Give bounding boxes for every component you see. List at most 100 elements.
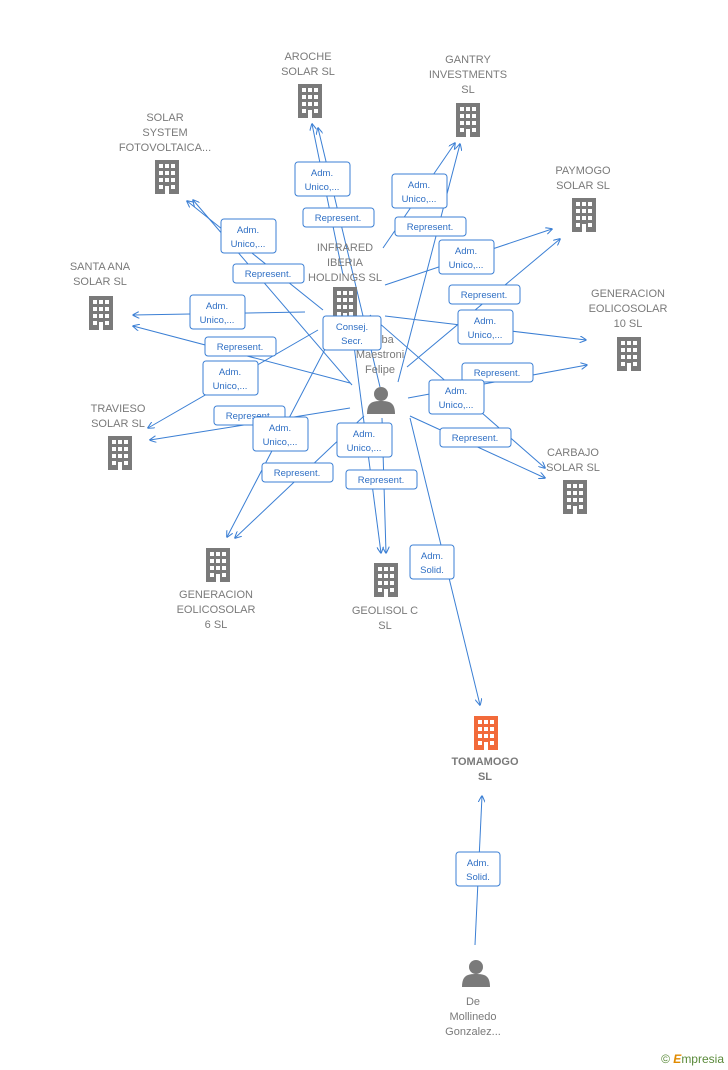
tag-line: Unico,... (468, 330, 503, 341)
company-gen10[interactable]: GENERACION EOLICOSOLAR 10 SL (589, 288, 668, 371)
company-paymogo[interactable]: PAYMOGO SOLAR SL (555, 165, 611, 232)
relation-tag[interactable]: Adm. Unico,... (336, 422, 393, 458)
node-label-line: HOLDINGS SL (308, 272, 382, 284)
building-icon (89, 296, 113, 330)
brand-initial: E (673, 1052, 682, 1066)
tag-line: Represent. (226, 411, 272, 422)
relation-tag[interactable]: Adm. Unico,... (457, 309, 514, 345)
node-label-line: INFRARED (317, 242, 373, 254)
tag-line: Consej. (336, 322, 368, 333)
building-icon (474, 716, 498, 750)
relation-tag[interactable]: Adm. Unico,... (428, 379, 485, 415)
tag-line: Unico,... (213, 381, 248, 392)
relation-tag[interactable]: Represent. (261, 462, 334, 483)
node-label-line: Mollinedo (449, 1011, 496, 1023)
building-icon (206, 548, 230, 582)
relation-tag[interactable]: Adm. Solid. (455, 851, 501, 887)
building-icon (617, 337, 641, 371)
tag-line: Adm. (353, 429, 375, 440)
relation-tag[interactable]: Represent. (204, 336, 277, 357)
company-travieso[interactable]: TRAVIESO SOLAR SL (91, 403, 146, 470)
relation-tag[interactable]: Represent. (394, 216, 467, 237)
building-icon (572, 198, 596, 232)
relation-tag[interactable]: Adm. Unico,... (189, 294, 246, 330)
company-carbajo[interactable]: CARBAJO SOLAR SL (546, 447, 600, 514)
tag-line: Adm. (467, 858, 489, 869)
relation-tag[interactable]: Adm. Unico,... (220, 218, 277, 254)
relation-tag[interactable]: Consej. Secr. (322, 315, 382, 351)
node-label-line: Felipe (365, 364, 395, 376)
tag-line: Represent. (245, 269, 291, 280)
node-label-line: SOLAR (146, 112, 183, 124)
tag-line: Adm. (206, 301, 228, 312)
tag-line: Adm. (474, 316, 496, 327)
node-label-line: Gonzalez... (445, 1026, 501, 1038)
node-label-line: GENERACION (591, 288, 665, 300)
node-label-line: GANTRY (445, 54, 491, 66)
tag-line: Adm. (421, 551, 443, 562)
node-label-line: TOMAMOGO (451, 756, 518, 768)
empresia-watermark: © Empresia (661, 1052, 724, 1066)
node-label-line: EOLICOSOLAR (177, 604, 256, 616)
tag-line: Adm. (269, 423, 291, 434)
node-label-line: EOLICOSOLAR (589, 303, 668, 315)
tag-line: Represent. (315, 213, 361, 224)
node-label-line: SL (461, 84, 474, 96)
node-label-line: SANTA ANA (70, 261, 131, 273)
relation-tag[interactable]: Represent. (448, 284, 521, 305)
node-label-line: INVESTMENTS (429, 69, 507, 81)
tag-line: Adm. (237, 225, 259, 236)
relation-tag[interactable]: Represent. (461, 362, 534, 383)
node-label-line: SOLAR SL (73, 276, 127, 288)
tag-line: Represent. (358, 475, 404, 486)
company-gantry[interactable]: GANTRY INVESTMENTS SL (429, 54, 507, 137)
node-label-line: SOLAR SL (281, 66, 335, 78)
node-label-line: SYSTEM (142, 127, 187, 139)
building-icon (374, 563, 398, 597)
node-label-line: SL (378, 620, 391, 632)
relation-tag[interactable]: Represent. (232, 263, 305, 284)
building-icon (155, 160, 179, 194)
building-icon (563, 480, 587, 514)
tag-line: Solid. (466, 872, 490, 883)
relation-tag[interactable]: Adm. Solid. (409, 544, 455, 580)
tag-line: Represent. (407, 222, 453, 233)
tag-line: Unico,... (200, 315, 235, 326)
relation-tag[interactable]: Represent. (439, 427, 512, 448)
tag-line: Secr. (341, 336, 363, 347)
node-label-line: GEOLISOL C (352, 605, 418, 617)
tag-line: Unico,... (347, 443, 382, 454)
company-infrared[interactable]: INFRARED IBERIA HOLDINGS SL (308, 242, 382, 321)
relation-tag[interactable]: Adm. Unico,... (252, 416, 309, 452)
company-solar-system[interactable]: SOLAR SYSTEM FOTOVOLTAICA... (119, 112, 211, 194)
person-icon (367, 387, 395, 414)
node-label-line: SOLAR SL (91, 418, 145, 430)
edge-gantry-2 (397, 144, 460, 383)
relation-tag[interactable]: Adm. Unico,... (202, 360, 259, 396)
node-label-line: TRAVIESO (91, 403, 146, 415)
brand-name: mpresia (681, 1052, 724, 1066)
node-label-line: GENERACION (179, 589, 253, 601)
company-aroche[interactable]: AROCHE SOLAR SL (281, 51, 335, 118)
node-label-line: CARBAJO (547, 447, 599, 459)
relation-tag[interactable]: Represent. (302, 207, 375, 228)
tag-line: Unico,... (231, 239, 266, 250)
relation-tag[interactable]: Represent. (345, 469, 418, 490)
company-tomamogo-focus[interactable]: TOMAMOGO SL (451, 716, 519, 783)
relation-tag[interactable]: Adm. Unico,... (438, 239, 495, 275)
company-gen6[interactable]: GENERACION EOLICOSOLAR 6 SL (177, 548, 256, 631)
tag-line: Adm. (219, 367, 241, 378)
company-geolisol[interactable]: GEOLISOL C SL (352, 563, 418, 632)
relation-tag[interactable]: Adm. Unico,... (294, 161, 351, 197)
relation-tag[interactable]: Adm. Unico,... (391, 173, 448, 209)
tag-line: Represent. (217, 342, 263, 353)
tag-line: Represent. (461, 290, 507, 301)
node-label-line: FOTOVOLTAICA... (119, 142, 211, 154)
tag-line: Unico,... (263, 437, 298, 448)
node-label-line: SOLAR SL (546, 462, 600, 474)
company-santa-ana[interactable]: SANTA ANA SOLAR SL (70, 261, 131, 330)
person-de-mollinedo[interactable]: De Mollinedo Gonzalez... (445, 960, 501, 1038)
node-label-line: De (466, 996, 480, 1008)
node-label-line: SL (478, 771, 492, 783)
